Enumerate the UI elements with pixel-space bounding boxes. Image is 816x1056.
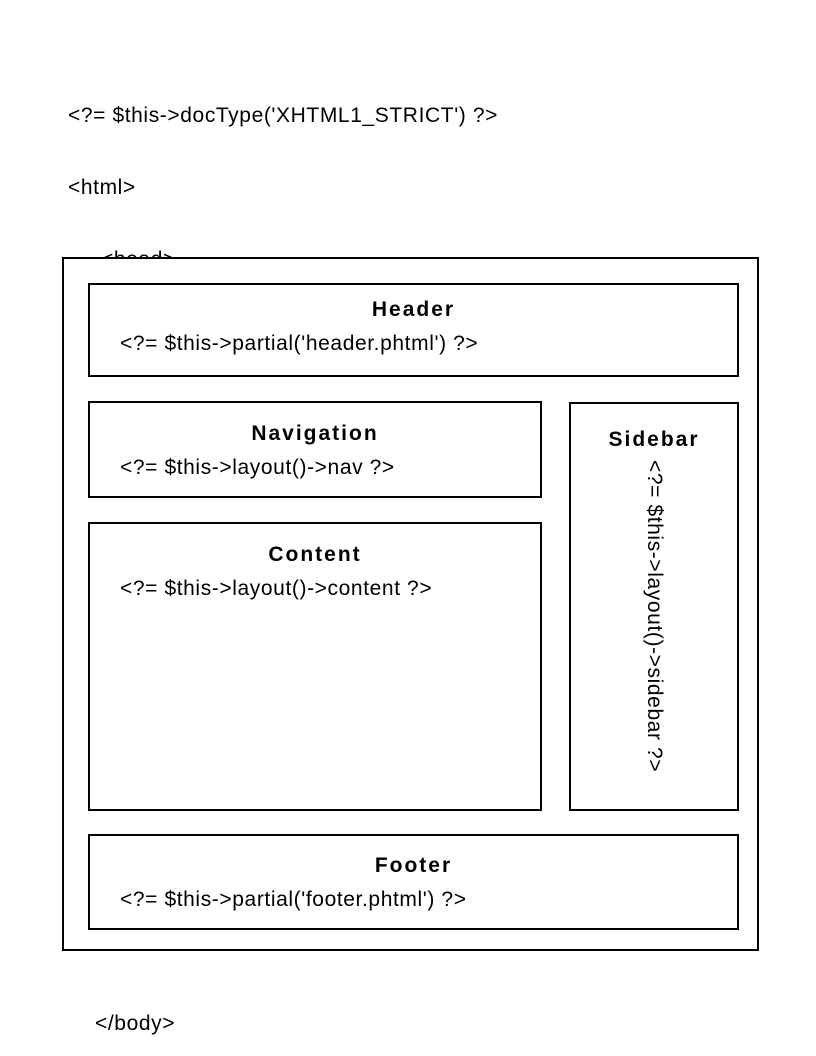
body-outline-box: Header <?= $this->partial('header.phtml'… <box>62 257 759 951</box>
content-section-title: Content <box>268 543 362 566</box>
code-line-doctype: <?= $this->docType('XHTML1_STRICT') ?> <box>68 104 498 127</box>
footer-section-box: Footer <?= $this->partial('footer.phtml'… <box>88 834 739 930</box>
code-line-body-close: </body> <box>95 1012 176 1035</box>
footer-section-code: <?= $this->partial('footer.phtml') ?> <box>120 888 467 911</box>
navigation-section-box: Navigation <?= $this->layout()->nav ?> <box>88 401 542 498</box>
content-section-code: <?= $this->layout()->content ?> <box>120 577 433 600</box>
php-layout-code-bottom: </body> </html> <box>68 964 175 1056</box>
sidebar-section-box: Sidebar <?= $this->layout()->sidebar ?> <box>569 402 739 811</box>
navigation-section-title: Navigation <box>251 422 379 445</box>
header-section-box: Header <?= $this->partial('header.phtml'… <box>88 283 739 377</box>
header-section-title: Header <box>371 298 456 321</box>
footer-section-title: Footer <box>374 854 453 877</box>
sidebar-section-code-vertical: <?= $this->layout()->sidebar ?> <box>643 460 666 773</box>
navigation-section-code: <?= $this->layout()->nav ?> <box>120 456 395 479</box>
code-line-html-open: <html> <box>68 176 136 199</box>
header-section-code: <?= $this->partial('header.phtml') ?> <box>120 332 479 355</box>
sidebar-section-title: Sidebar <box>608 428 700 451</box>
content-section-box: Content <?= $this->layout()->content ?> <box>88 522 542 811</box>
